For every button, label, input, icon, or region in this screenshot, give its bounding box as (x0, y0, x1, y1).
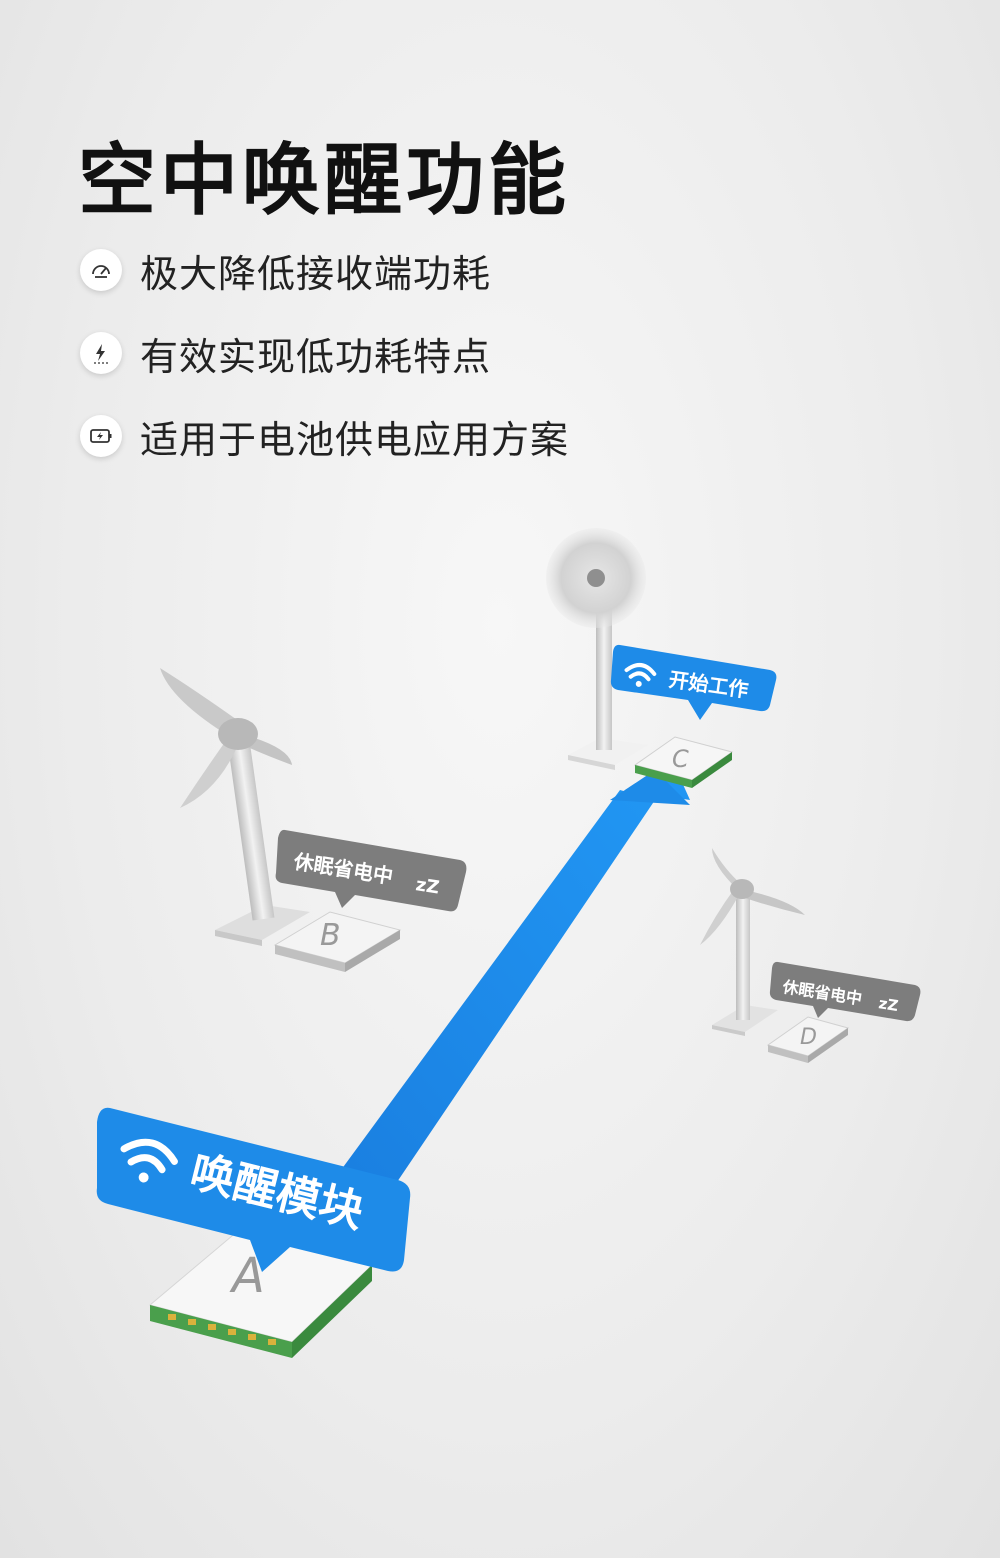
gauge-icon (80, 249, 122, 291)
wake-signal-arrow (330, 760, 690, 1185)
tag-sleeping-b: 休眠省电中 zZ (275, 829, 467, 912)
feature-item: 适用于电池供电应用方案 (80, 411, 570, 462)
feature-item: 有效实现低功耗特点 (80, 328, 569, 379)
module-a: A (148, 1224, 373, 1358)
module-d: D (766, 1016, 850, 1063)
feature-text: 极大降低接收端功耗 (140, 251, 492, 296)
wind-turbine-d (700, 848, 805, 1036)
module-d-letter: D (800, 1025, 817, 1050)
module-b-letter: B (320, 918, 341, 953)
module-c-letter: C (672, 745, 689, 773)
wind-turbine-b (160, 668, 310, 946)
battery-charging-icon (80, 415, 122, 457)
tag-start-work: 开始工作 (610, 644, 777, 720)
lightning-icon (80, 332, 122, 374)
page-title: 空中唤醒功能 (78, 136, 571, 226)
feature-list: 极大降低接收端功耗 有效实现低功耗特点 适用于电池供电应用方案 (80, 245, 569, 494)
feature-item: 极大降低接收端功耗 (80, 245, 569, 296)
tag-sleeping-d: 休眠省电中 zZ (769, 961, 921, 1022)
feature-text: 有效实现低功耗特点 (140, 334, 492, 379)
wifi-icon (120, 1138, 178, 1183)
tag-zz: zZ (877, 994, 899, 1015)
module-b: B (273, 911, 402, 972)
wifi-icon (624, 663, 657, 687)
feature-text: 适用于电池供电应用方案 (140, 417, 570, 462)
tag-wake-module: 唤醒模块 (96, 1107, 411, 1272)
tag-zz: zZ (414, 874, 441, 898)
module-c: C (633, 736, 734, 788)
wind-turbine-c (546, 528, 648, 770)
